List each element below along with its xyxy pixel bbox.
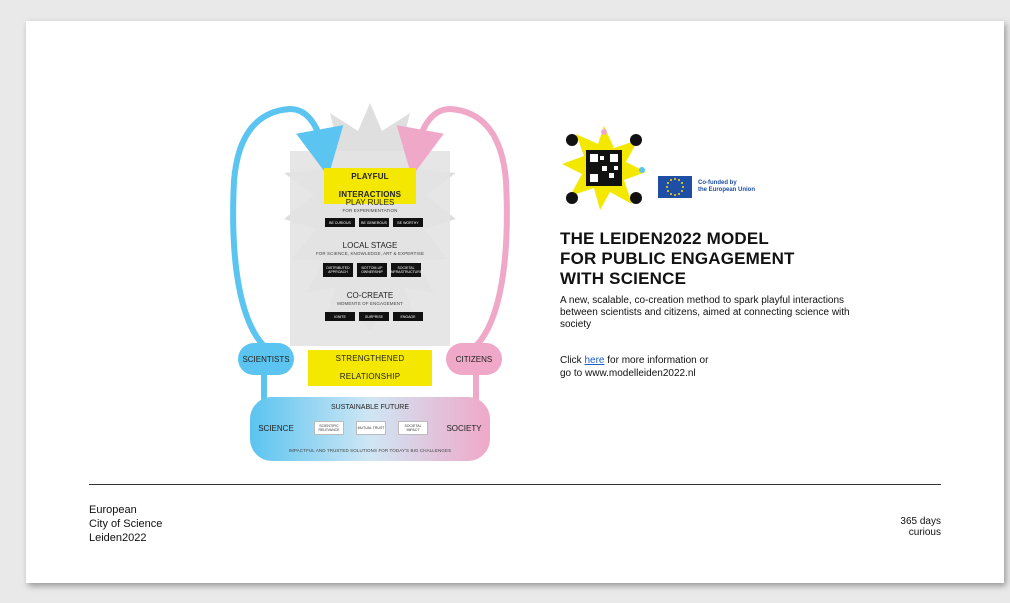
eu-badge-line2: the European Union bbox=[698, 187, 755, 193]
play-rules-title: PLAY RULES bbox=[345, 198, 395, 207]
chip-bottom-up: BOTTOM-UP OWNERSHIP bbox=[357, 263, 387, 277]
footer-tagline: 365 days curious bbox=[900, 516, 941, 538]
chip-societal-impact: SOCIETAL IMPACT bbox=[398, 421, 428, 435]
click-prefix: Click bbox=[560, 355, 585, 366]
future-chips: SCIENTIFIC RELEVANCE MUTUAL TRUST SOCIET… bbox=[314, 421, 428, 435]
sustainable-future-label: SUSTAINABLE FUTURE bbox=[330, 404, 410, 411]
chip-societal: SOCIETAL INFRASTRUCTURE bbox=[390, 263, 422, 277]
science-label: SCIENCE bbox=[258, 424, 294, 433]
website-line: go to www.modelleiden2022.nl bbox=[560, 368, 696, 379]
more-info: Click here for more information or go to… bbox=[560, 354, 860, 380]
footer-org: European City of Science Leiden2022 bbox=[89, 504, 163, 544]
eu-badge-text: Co-funded by the European Union bbox=[698, 180, 762, 194]
chip-distributed: DISTRIBUTED APPROACH bbox=[323, 263, 353, 277]
chip-surprise: SURPRISE bbox=[359, 312, 389, 321]
logos-row: Co-funded by the European Union bbox=[562, 126, 782, 212]
eu-cofunded-badge: Co-funded by the European Union bbox=[658, 176, 762, 198]
citizens-node: CITIZENS bbox=[446, 343, 502, 375]
play-rules-subtitle: FOR EXPERIMENTATION bbox=[342, 208, 398, 213]
chip-be-curious: BE CURIOUS bbox=[325, 218, 355, 227]
pink-arrow bbox=[396, 105, 510, 349]
footer-divider bbox=[89, 484, 941, 485]
local-stage-title: LOCAL STAGE bbox=[342, 241, 398, 250]
strengthened-relationship-label: STRENGTHENED RELATIONSHIP bbox=[308, 350, 432, 386]
chip-scientific-relevance: SCIENTIFIC RELEVANCE bbox=[314, 421, 344, 435]
chip-be-generous: BE GENEROUS bbox=[359, 218, 389, 227]
playful-interactions-label: PLAYFUL INTERACTIONS bbox=[324, 168, 416, 204]
eu-badge-line1: Co-funded by bbox=[698, 180, 737, 186]
diagram-graphics bbox=[230, 103, 510, 461]
scientists-node: SCIENTISTS bbox=[238, 343, 294, 375]
chip-be-worthy: BE WORTHY bbox=[393, 218, 423, 227]
society-label: SOCIETY bbox=[446, 424, 482, 433]
impact-line: IMPACTFUL AND TRUSTED SOLUTIONS FOR TODA… bbox=[288, 448, 452, 453]
leiden2022-qr-logo bbox=[562, 126, 646, 210]
co-create-chips: IGNITE SURPRISE ENGAGE bbox=[325, 312, 423, 321]
headline: THE LEIDEN2022 MODEL FOR PUBLIC ENGAGEME… bbox=[560, 229, 795, 288]
description: A new, scalable, co-creation method to s… bbox=[560, 295, 850, 330]
local-stage-subtitle: FOR SCIENCE, KNOWLEDGE, ART & EXPERTISE bbox=[315, 251, 425, 256]
slide: PLAYFUL INTERACTIONS PLAY RULES FOR EXPE… bbox=[26, 21, 1004, 583]
co-create-subtitle: MOMENTS OF ENGAGEMENT bbox=[337, 301, 403, 306]
chip-mutual-trust: MUTUAL TRUST bbox=[356, 421, 386, 435]
play-rules-chips: BE CURIOUS BE GENEROUS BE WORTHY bbox=[325, 218, 423, 227]
click-suffix: for more information or bbox=[604, 355, 709, 366]
eu-flag-icon bbox=[658, 176, 692, 198]
cyan-arrow bbox=[230, 105, 344, 349]
chip-engage: ENGAGE bbox=[393, 312, 423, 321]
chip-ignite: IGNITE bbox=[325, 312, 355, 321]
local-stage-chips: DISTRIBUTED APPROACH BOTTOM-UP OWNERSHIP… bbox=[323, 263, 422, 277]
engagement-model-diagram: PLAYFUL INTERACTIONS PLAY RULES FOR EXPE… bbox=[220, 91, 520, 469]
here-link[interactable]: here bbox=[584, 355, 605, 366]
co-create-title: CO-CREATE bbox=[346, 291, 394, 300]
